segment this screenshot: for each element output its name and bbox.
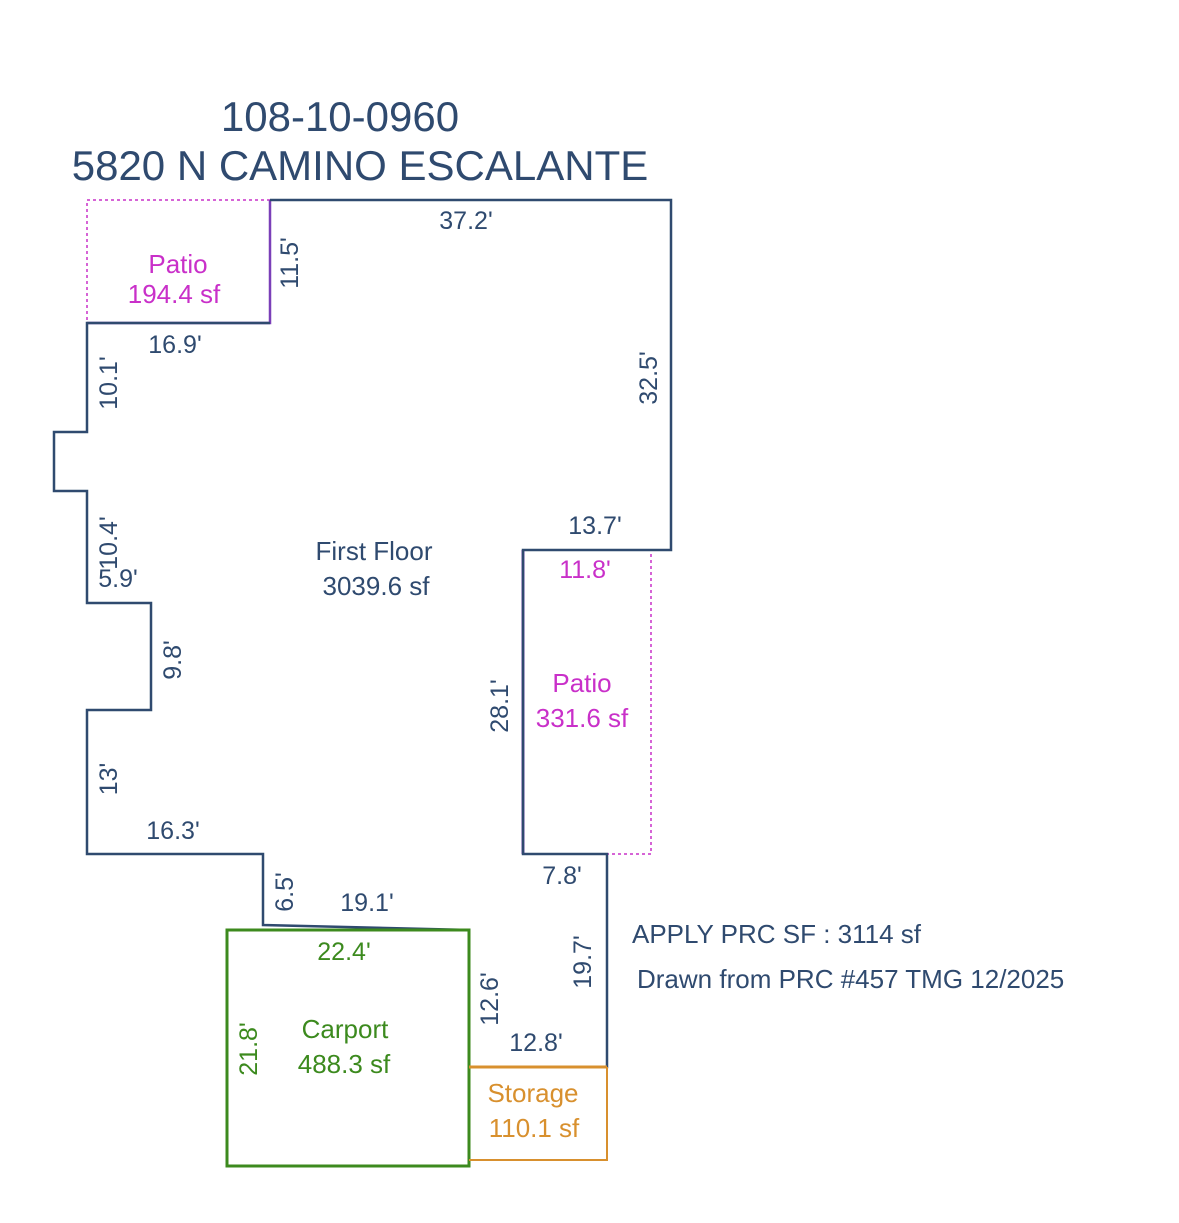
dim-west-upper: 10.1' bbox=[95, 356, 123, 409]
dim-bump-side: 9.8' bbox=[159, 640, 187, 680]
first-floor-outline bbox=[52, 198, 673, 1069]
dim-step-side: 6.5' bbox=[271, 872, 299, 912]
dim-carport-east: 12.6' bbox=[476, 972, 504, 1025]
dim-patio-east-bottom: 7.8' bbox=[542, 862, 582, 890]
dim-bump-top: 5.9' bbox=[98, 565, 138, 593]
dim-patio-nw-side: 11.5' bbox=[276, 237, 304, 289]
patio-east-area: 331.6 sf bbox=[536, 703, 629, 733]
storage-outline bbox=[469, 1065, 608, 1161]
dim-west-lower: 13' bbox=[95, 763, 123, 796]
carport-name: Carport bbox=[302, 1014, 389, 1044]
dim-carport-side: 21.8' bbox=[235, 1022, 263, 1075]
property-address: 5820 N CAMINO ESCALANTE bbox=[72, 142, 649, 189]
dim-east: 32.5' bbox=[635, 351, 663, 404]
dim-patio-east-top: 11.8' bbox=[559, 556, 611, 584]
dim-west-mid: 10.4' bbox=[95, 516, 123, 569]
dim-carport-top: 22.4' bbox=[317, 938, 370, 966]
drawn-from-note: Drawn from PRC #457 TMG 12/2025 bbox=[637, 964, 1064, 994]
patio-east-name: Patio bbox=[552, 668, 611, 698]
parcel-number: 108-10-0960 bbox=[221, 93, 459, 140]
storage-area: 110.1 sf bbox=[489, 1113, 580, 1143]
dim-east-lower: 19.7' bbox=[569, 935, 597, 988]
dim-top: 37.2' bbox=[439, 207, 492, 235]
dim-patio-east-side: 28.1' bbox=[486, 679, 514, 732]
dim-carport-top-outer: 19.1' bbox=[340, 889, 393, 917]
dim-storage-top: 12.8' bbox=[509, 1029, 562, 1057]
dim-step-bottom: 16.3' bbox=[146, 817, 199, 845]
dim-patio-nw-bottom: 16.9' bbox=[148, 331, 201, 359]
first-floor-area: 3039.6 sf bbox=[323, 571, 431, 601]
patio-nw-area: 194.4 sf bbox=[128, 279, 221, 309]
apply-prc-sf-note: APPLY PRC SF : 3114 sf bbox=[632, 919, 922, 949]
patio-nw-name: Patio bbox=[148, 249, 207, 279]
patio-east bbox=[521, 549, 652, 855]
carport-area: 488.3 sf bbox=[298, 1049, 391, 1079]
carport-outline bbox=[225, 928, 471, 1168]
storage-name: Storage bbox=[487, 1078, 578, 1108]
first-floor-name: First Floor bbox=[316, 536, 433, 566]
dim-notch-top: 13.7' bbox=[568, 512, 621, 540]
